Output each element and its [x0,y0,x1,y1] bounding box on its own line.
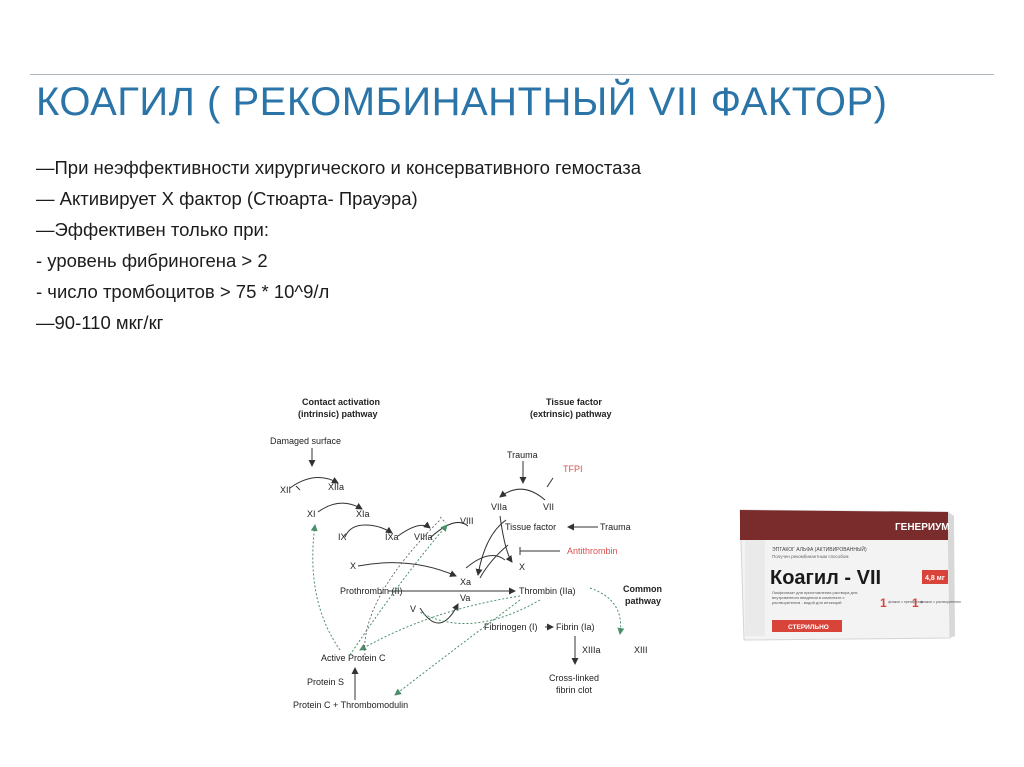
box-sterile: СТЕРИЛЬНО [788,624,829,631]
label-xiia: XIIa [328,482,344,492]
bullet-list: —При неэффективности хирургического и ко… [36,152,641,338]
intrinsic-header: (intrinsic) pathway [298,409,378,419]
label-vii: VII [543,502,554,512]
bullet-item: — Активирует Х фактор (Стюарта- Прауэра) [36,188,418,209]
label-v: V [410,604,416,614]
label-x-right: X [519,562,525,572]
label-protein-c-tm: Protein C + Thrombomodulin [293,700,408,710]
label-crosslinked: Cross-linked [549,673,599,683]
box-brand: ГЕНЕРИУМ [895,522,950,533]
label-xiiia: XIIIa [582,645,601,655]
feedback-arrows [310,524,625,696]
label-ixa: IXa [385,532,399,542]
extrinsic-arrows [475,461,598,579]
label-ix: IX [338,532,347,542]
box-description: Лиофилизат для приготовления раствора дл… [772,590,858,605]
bullet-item: —Эффективен только при: [36,219,269,240]
bullet-item: —90-110 мкг/кг [36,312,164,333]
label-prothrombin: Prothrombin (II) [340,586,403,596]
label-xii: XII [280,485,291,495]
box-dose: 4,8 мг [925,575,945,582]
label-viiia: VIIIa [414,532,433,542]
bullet-item: - число тромбоцитов > 75 * 10^9/л [36,281,330,302]
box-count-2-label: флакон с растворителем [920,600,961,604]
bullet-item: - уровень фибриногена > 2 [36,250,268,271]
label-va: Va [460,593,470,603]
extrinsic-header: Tissue factor [546,397,602,407]
intrinsic-header: Contact activation [302,397,380,407]
box-inn: ЭПТАКОГ АЛЬФА (АКТИВИРОВАННЫЙ) [772,545,867,553]
label-viii: VIII [460,516,474,526]
slide-title: КОАГИЛ ( РЕКОМБИНАНТНЫЙ VII ФАКТОР) [36,80,888,124]
label-tissue-factor: Tissue factor [505,522,556,532]
label-antithrombin: Antithrombin [567,546,618,556]
label-damaged-surface: Damaged surface [270,436,341,446]
label-thrombin: Thrombin (IIa) [519,586,576,596]
label-viia: VIIa [491,502,507,512]
label-protein-s: Protein S [307,677,344,687]
label-fibrin: Fibrin (Ia) [556,622,595,632]
label-x-left: X [350,561,356,571]
label-trauma-top: Trauma [507,450,538,460]
box-product-name: Коагил - VII [770,567,881,589]
box-count-2: 1 [912,596,919,610]
extrinsic-header: (extrinsic) pathway [530,409,612,419]
label-tfpi: TFPI [563,464,583,474]
label-active-protein-c: Active Protein C [321,653,386,663]
common-header: pathway [625,596,661,606]
title-top-rule [30,74,994,75]
box-count-1-label: флакон с препаратом [888,600,924,604]
cascade-arrows [289,448,516,624]
label-trauma-right: Trauma [600,522,631,532]
inhibition-dashes [364,516,447,656]
label-xa: Xa [460,577,471,587]
box-inn-sub: Получен рекомбинантным способом [772,554,849,559]
label-xiii: XIII [634,645,648,655]
label-xi: XI [307,509,316,519]
bullet-item: —При неэффективности хирургического и ко… [36,157,642,178]
common-arrows [351,623,579,700]
label-xia: XIa [356,509,370,519]
label-crosslinked: fibrin clot [556,685,593,695]
label-fibrinogen: Fibrinogen (I) [484,622,538,632]
common-header: Common [623,584,662,594]
box-count-1: 1 [880,596,887,610]
